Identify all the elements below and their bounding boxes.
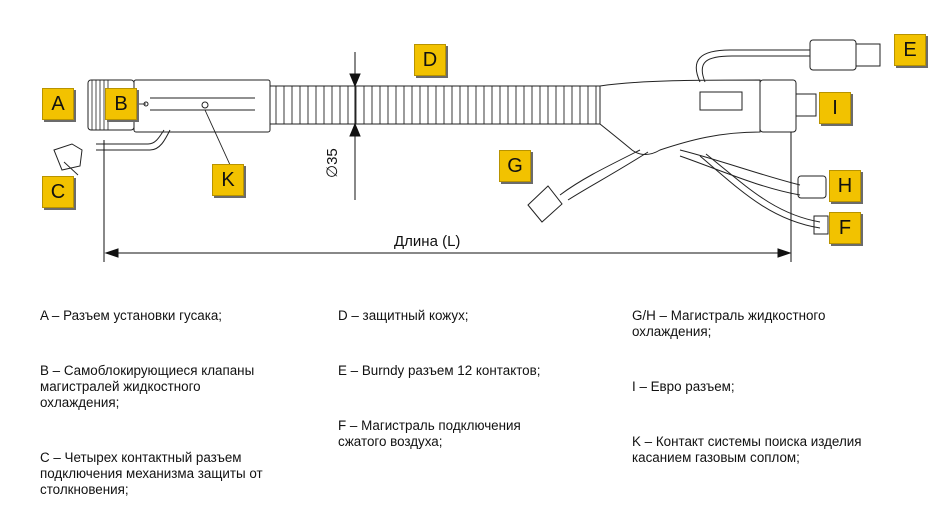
euro-connector: [759, 79, 797, 133]
burndy-cable: [695, 49, 810, 83]
legend-column-2: D – защитный кожух; E – Burndy разъем 12…: [338, 276, 540, 473]
collision-plug: [53, 143, 83, 171]
label-g: G: [499, 150, 531, 182]
legend-item-gh: G/H – Магистраль жидкостного охлаждения;: [632, 308, 826, 339]
air-connector-f: [813, 215, 829, 235]
label-f: F: [829, 212, 861, 244]
cooling-connector-h: [797, 175, 827, 199]
label-i: I: [819, 92, 851, 124]
burndy-connector: [809, 39, 857, 71]
cable-assembly-drawing: [53, 39, 881, 262]
legend-column-1: A – Разъем установки гусака; B – Самобло…: [40, 276, 263, 521]
label-b: B: [105, 88, 137, 120]
cooling-hose-g: [559, 149, 641, 196]
legend-item-d: D – защитный кожух;: [338, 308, 469, 323]
hose-ribs: [275, 86, 597, 124]
legend-item-a: A – Разъем установки гусака;: [40, 308, 223, 323]
diameter-label: ∅35: [324, 148, 341, 178]
legend-item-i: I – Евро разъем;: [632, 379, 735, 394]
label-h: H: [829, 170, 861, 202]
legend-item-f: F – Магистраль подключения сжатого возду…: [338, 418, 521, 449]
label-e: E: [894, 34, 926, 66]
cable-body: [599, 79, 761, 155]
legend-item-b: B – Самоблокирующиеся клапаны магистрале…: [40, 363, 255, 410]
protective-hose: [269, 85, 601, 125]
label-d: D: [414, 44, 446, 76]
legend-item-e: E – Burndy разъем 12 контактов;: [338, 363, 541, 378]
legend-column-3: G/H – Магистраль жидкостного охлаждения;…: [632, 276, 861, 489]
contact-pin: [201, 101, 209, 109]
collision-cable: [96, 129, 171, 151]
cooling-hose-h: [679, 149, 801, 186]
air-hose-f: [699, 155, 821, 229]
label-c: C: [42, 176, 74, 208]
length-label: Длина (L): [394, 233, 461, 250]
brand-plate: [699, 91, 743, 111]
label-a: A: [42, 88, 74, 120]
legend-item-c: C – Четырех контактный разъем подключени…: [40, 450, 263, 497]
label-k: K: [212, 164, 244, 196]
cooling-clamp: [527, 185, 563, 223]
legend-item-k: K – Контакт системы поиска изделия касан…: [632, 434, 862, 465]
